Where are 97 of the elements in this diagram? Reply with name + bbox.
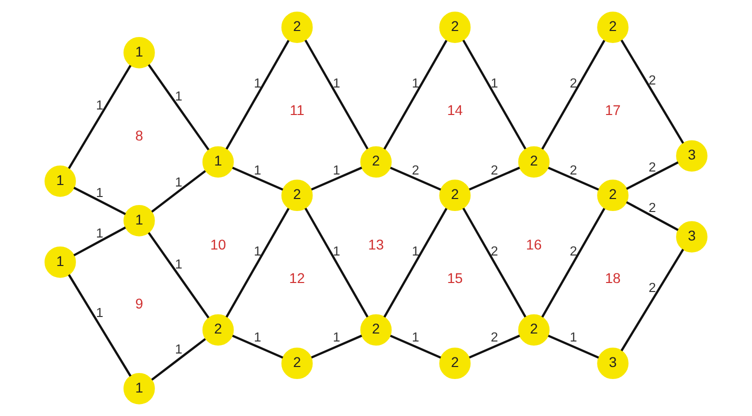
edge-label: 1 [254,243,262,258]
connector [148,232,210,318]
node-circle: 3 [597,348,629,380]
label: 14 [447,103,463,120]
edge-label: 1 [332,329,340,344]
connector [226,40,290,150]
node-circle: 1 [123,372,155,404]
node-circle: 2 [439,12,471,44]
connector [462,208,526,318]
edge-label: 2 [648,72,656,88]
label: 15 [447,271,463,288]
node-circle: 2 [360,146,392,178]
edge-label: 1 [174,342,182,357]
connector [383,40,448,150]
node-circle: 2 [360,314,392,346]
node-circle: 2 [202,314,234,346]
connector [73,226,126,256]
edge-label: 1 [332,162,340,178]
connector [468,166,520,191]
node-circle: 1 [202,146,234,178]
edge-label: 1 [254,75,262,90]
edge-label: 1 [332,243,340,258]
node-circle: 2 [281,180,313,212]
edge-label: 1 [570,329,578,344]
label: 11 [290,103,304,120]
edge-label: 2 [490,243,498,258]
edge-label: 1 [412,243,420,258]
edge-label: 1 [254,162,262,178]
node-circle: 2 [597,12,629,44]
node-circle: 1 [44,246,76,278]
edge-label: 1 [412,329,420,344]
connector [626,161,679,190]
edge-label: 1 [174,88,182,104]
connector [541,208,606,318]
node-circle: 2 [281,12,313,44]
edge-label: 2 [412,162,420,178]
connector [541,40,606,150]
label: 9 [135,296,144,312]
connector [462,40,526,150]
node-circle: 3 [676,140,708,172]
label: 10 [210,238,226,254]
edge-label: 1 [96,225,104,240]
node-circle: 2 [518,146,550,178]
edge-label: 2 [570,243,578,258]
connector [390,334,442,359]
connector [232,334,284,359]
edge-label: 2 [490,329,498,344]
edge-label: 1 [254,329,262,344]
connector [390,166,442,191]
edge-label: 1 [96,305,104,320]
node-circle: 2 [439,180,471,212]
connector [68,274,132,377]
connector [311,334,362,359]
connector [548,334,600,359]
connector [620,248,684,352]
edge-label: 2 [648,280,656,295]
node-circle: 1 [123,36,155,68]
node-circle: 1 [44,166,76,197]
edge-label: 1 [490,75,498,90]
label: 12 [289,271,305,288]
edge-label: 2 [648,159,656,174]
connector [468,334,520,359]
connector [151,170,206,213]
edge-label: 1 [96,98,104,113]
connector [232,166,284,191]
connector [548,166,600,191]
connector [383,208,448,318]
edge-label: 2 [570,75,578,90]
edge-label: 2 [648,200,656,215]
edge-label: 1 [96,184,104,200]
edge-label: 1 [412,75,420,90]
edge-label: 1 [174,174,182,190]
connector [620,40,684,144]
label: 8 [135,128,144,144]
connector [68,64,132,169]
edge-label: 1 [174,256,182,272]
node-circle: 2 [597,180,629,212]
connector [304,208,368,318]
label: 16 [526,238,542,254]
edge-label: 2 [570,162,578,178]
node-circle: 1 [123,204,155,236]
connector [226,208,290,318]
connector [151,338,206,381]
edge-label: 1 [332,75,340,90]
connector [311,166,362,191]
connector [148,64,210,150]
edge-label: 2 [490,162,498,178]
node-circle: 2 [281,348,313,380]
node-circle: 2 [518,314,550,346]
connector [626,201,679,231]
label: 18 [604,271,621,288]
node-circle: 2 [439,348,471,380]
label: 17 [604,103,621,120]
connector [304,40,368,150]
connector [73,186,126,216]
node-circle: 3 [676,221,708,253]
label: 13 [368,238,384,254]
